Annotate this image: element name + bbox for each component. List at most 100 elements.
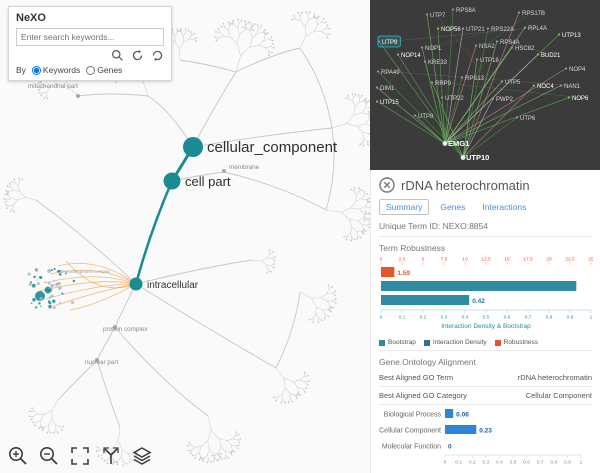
tree-label[interactable]: membrane: [229, 164, 260, 171]
svg-text:0.6: 0.6: [523, 460, 530, 466]
gene-label[interactable]: UTP15: [380, 100, 399, 106]
svg-text:0.2: 0.2: [420, 315, 427, 321]
go-alignment-heading: Gene Ontology Alignment: [379, 357, 476, 367]
tree-label[interactable]: protein complex: [103, 326, 148, 333]
gene-label[interactable]: NOP1: [425, 46, 442, 52]
gene-label[interactable]: UTP13: [562, 33, 581, 39]
svg-text:0: 0: [444, 460, 447, 466]
gene-label[interactable]: RRP9: [435, 81, 452, 87]
svg-text:0.1: 0.1: [455, 460, 462, 466]
tab-summary[interactable]: Summary: [379, 199, 430, 215]
gene-label[interactable]: UTP21: [466, 27, 485, 33]
tab-interactions[interactable]: Interactions: [482, 202, 527, 212]
gene-label[interactable]: UTP6: [520, 116, 536, 122]
term-node[interactable]: [129, 277, 143, 291]
svg-text:25: 25: [588, 257, 593, 263]
svg-text:22.5: 22.5: [565, 257, 575, 263]
gene-label[interactable]: NOP6: [572, 96, 589, 102]
term-node[interactable]: [163, 172, 181, 190]
svg-text:0.8: 0.8: [550, 460, 557, 466]
legend-item: Interaction Density: [423, 339, 487, 346]
tree-label[interactable]: cell part: [185, 174, 231, 189]
tree-label[interactable]: ribonucleoprotein complex: [60, 269, 111, 274]
reset-icon[interactable]: [131, 49, 144, 62]
gene-label[interactable]: NOP14: [401, 53, 421, 59]
radio-genes[interactable]: Genes: [86, 65, 122, 75]
gene-network-panel[interactable]: UTP9 UTP7 RPS8A RPS17B NOP56 UTP21 RPS22A RPL4A…: [370, 0, 600, 170]
svg-text:Interaction Density & Bootstra: Interaction Density & Bootstrap: [441, 323, 531, 330]
zoom-out-icon[interactable]: [38, 445, 60, 467]
gene-label[interactable]: BUD21: [541, 53, 561, 59]
svg-text:0.5: 0.5: [483, 315, 490, 321]
svg-text:2.5: 2.5: [399, 257, 406, 263]
gene-label[interactable]: UTP5: [505, 80, 521, 86]
svg-text:15: 15: [504, 257, 510, 263]
radio-input-keywords[interactable]: [31, 65, 41, 75]
gene-label[interactable]: RPA49: [381, 70, 400, 76]
search-icon-row: [16, 49, 164, 62]
fit-to-screen-icon[interactable]: [69, 445, 91, 467]
gene-label[interactable]: RPS13: [465, 76, 485, 82]
gene-label[interactable]: UTP8: [418, 114, 434, 120]
refresh-icon[interactable]: [151, 49, 164, 62]
tab-genes[interactable]: Genes: [440, 202, 466, 212]
svg-text:0: 0: [448, 444, 452, 451]
tree-label[interactable]: mitochondrial part: [28, 83, 78, 90]
tree-label[interactable]: intracellular: [147, 280, 199, 291]
gene-label[interactable]: RPL4A: [528, 26, 547, 32]
gene-label[interactable]: EMG1: [448, 139, 469, 148]
gene-label[interactable]: RPS17B: [522, 11, 545, 17]
gene-label[interactable]: RPS22A: [491, 27, 514, 33]
gene-label[interactable]: RPS8A: [456, 8, 476, 14]
gene-label[interactable]: NOP4: [569, 67, 586, 73]
svg-text:1: 1: [580, 460, 583, 466]
gene-label[interactable]: UTP9: [382, 40, 398, 46]
tree-nav-controls: [7, 445, 153, 467]
radio-input-genes[interactable]: [86, 65, 96, 75]
gene-label[interactable]: PWP2: [496, 97, 514, 103]
svg-text:0.9: 0.9: [567, 315, 574, 321]
detail-header: rDNA heterochromatin: [379, 177, 592, 193]
term-node[interactable]: [183, 137, 203, 157]
app-title: NeXO: [16, 12, 46, 24]
gene-label[interactable]: KRE33: [428, 60, 448, 66]
legend-swatch: [423, 339, 430, 346]
svg-text:0.9: 0.9: [564, 460, 571, 466]
gene-label[interactable]: NOC4: [537, 84, 554, 90]
gene-label[interactable]: HSC82: [515, 46, 535, 52]
tree-label[interactable]: cellular_component: [207, 139, 338, 156]
legend-swatch: [379, 339, 385, 346]
svg-text:0.23: 0.23: [479, 428, 492, 435]
gene-label[interactable]: RPS4A: [500, 40, 520, 46]
search-icon[interactable]: [111, 49, 124, 62]
radio-keywords[interactable]: Keywords: [31, 65, 81, 75]
close-icon[interactable]: [379, 177, 395, 193]
search-input[interactable]: [16, 28, 164, 46]
svg-text:0.42: 0.42: [472, 298, 485, 305]
radio-label: Keywords: [42, 65, 81, 75]
tree-label[interactable]: nuclear part: [85, 359, 119, 366]
legend-item: Robustness: [494, 339, 538, 346]
svg-text:20: 20: [546, 257, 552, 263]
term-title: rDNA heterochromatin: [401, 177, 530, 193]
gene-label[interactable]: UTP7: [430, 13, 446, 19]
gene-label[interactable]: UTP22: [445, 96, 464, 102]
layers-icon[interactable]: [131, 445, 153, 467]
gene-label[interactable]: UTP10: [466, 153, 489, 162]
divider: [379, 350, 592, 351]
svg-text:12.5: 12.5: [481, 257, 491, 263]
zoom-in-icon[interactable]: [7, 445, 29, 467]
gene-label[interactable]: UTP18: [480, 58, 499, 64]
gene-label[interactable]: DIM1: [380, 86, 395, 92]
gene-label[interactable]: NOP56: [441, 27, 461, 33]
expand-branches-icon[interactable]: [100, 445, 122, 467]
unique-term-id: Unique Term ID: NEXO:8854: [379, 215, 592, 237]
gene-label[interactable]: NAN1: [564, 84, 581, 90]
gene-label[interactable]: NSA2: [479, 44, 495, 50]
